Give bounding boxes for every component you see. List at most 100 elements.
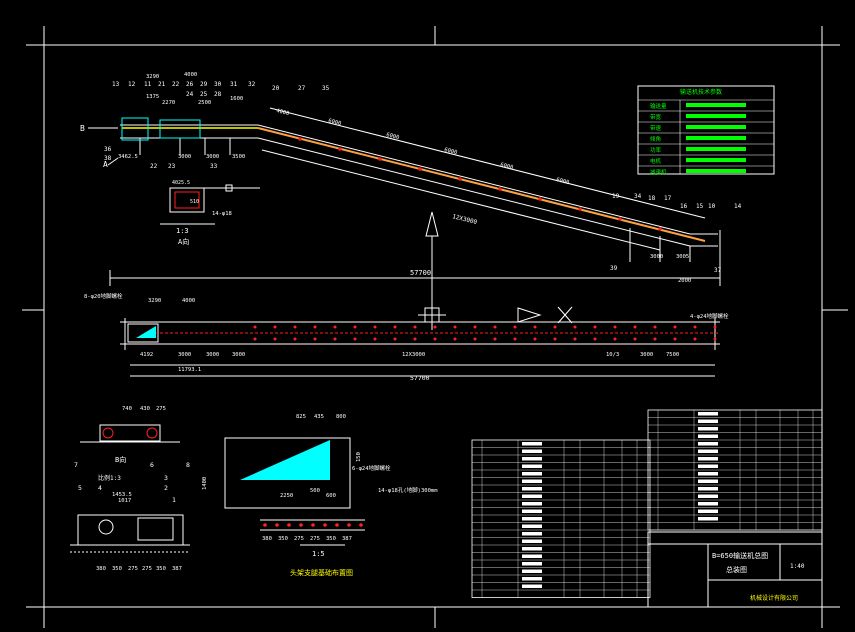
- idler-mark: [533, 325, 537, 329]
- dimension-text: 275: [310, 536, 320, 542]
- idler-mark: [633, 325, 637, 329]
- idler-mark: [313, 337, 317, 341]
- bom-cell-text: [698, 487, 718, 491]
- anchor-bolt: [311, 523, 315, 527]
- dimension-text: 800: [336, 414, 346, 420]
- callout-number: 16: [680, 203, 688, 210]
- idler-mark: [493, 325, 497, 329]
- idler-mark: [613, 337, 617, 341]
- elevation-marker-b: B: [80, 124, 85, 133]
- bom-cell-text: [698, 442, 718, 446]
- spec-value-placeholder: [686, 136, 746, 140]
- bom-cell-text: [698, 494, 718, 498]
- idler-mark: [253, 325, 257, 329]
- idler-mark: [373, 337, 377, 341]
- callout-number: 28: [214, 91, 222, 98]
- dimension-text: 3000: [232, 352, 245, 358]
- callout-number: 36: [104, 146, 112, 153]
- callout-number: 17: [664, 195, 672, 202]
- spec-row-label: 带速: [650, 125, 662, 132]
- dimension-text: 4192: [140, 352, 153, 358]
- scale-note: 1:40: [790, 563, 805, 570]
- callout-number: 14: [734, 203, 742, 210]
- bom-cell-text: [522, 509, 542, 513]
- dimension-text: 350: [156, 566, 166, 572]
- idler-marks: [298, 137, 662, 231]
- bom-cell-text: [698, 464, 718, 468]
- sheet-name: 总装图: [726, 565, 747, 574]
- bom-cell-text: [522, 479, 542, 483]
- dimension-text: 150: [356, 452, 362, 462]
- spec-value-placeholder: [686, 114, 746, 118]
- view-b-title: B向: [115, 455, 126, 464]
- dimension-text: 3500: [232, 154, 245, 160]
- idler-mark: [293, 337, 297, 341]
- dimension-text: 500: [310, 488, 320, 494]
- bom-cell-text: [522, 547, 542, 551]
- idler-mark: [393, 337, 397, 341]
- callout-number: 39: [610, 265, 618, 272]
- dimension-text: 12X3000: [402, 352, 425, 358]
- callout-number: 2: [164, 484, 168, 492]
- dimension-text: 350: [278, 536, 288, 542]
- bom-cell-text: [698, 509, 718, 513]
- title-block: B=650输送机总图 总装图 1:40 机械设计有限公司: [647, 531, 823, 608]
- idler-mark: [593, 325, 597, 329]
- dimension-text: 1375: [146, 94, 159, 100]
- dimension-text: 387: [172, 566, 182, 572]
- idler-mark: [513, 337, 517, 341]
- section-a-scale: 1:3: [176, 227, 189, 235]
- dimension-text: 430: [140, 406, 150, 412]
- dimension-text: 2250: [280, 493, 293, 499]
- anchor-bolt: [347, 523, 351, 527]
- idler-mark: [553, 325, 557, 329]
- idler-mark: [673, 337, 677, 341]
- plan-idler-marks: [253, 325, 717, 341]
- callout-number: 10: [708, 203, 716, 210]
- dimension-text: 740: [122, 406, 132, 412]
- dimension-text: 4000: [276, 108, 290, 117]
- bom-cell-text: [522, 532, 542, 536]
- callout-number: 26: [186, 81, 194, 88]
- idler-mark: [413, 325, 417, 329]
- bom-cell-text: [522, 494, 542, 498]
- bom-cell-text: [522, 502, 542, 506]
- bom-cell-text: [698, 412, 718, 416]
- bom-cell-text: [698, 457, 718, 461]
- callout-number: 3: [164, 474, 168, 482]
- bom-cell-text: [522, 584, 542, 588]
- spec-value-placeholder: [686, 125, 746, 129]
- bom-cell-text: [522, 449, 542, 453]
- dimension-text: 3290: [146, 74, 159, 80]
- bom-cell-text: [522, 472, 542, 476]
- idler-mark: [553, 337, 557, 341]
- callout-number: 29: [200, 81, 208, 88]
- dimension-text: 1453.5: [112, 492, 132, 498]
- bom-cell-text: [522, 539, 542, 543]
- idler-mark: [633, 337, 637, 341]
- callout-number: 20: [272, 85, 280, 92]
- callout-number: 6: [150, 461, 154, 469]
- callout-number: 8: [186, 461, 190, 469]
- anchor-bolt: [359, 523, 363, 527]
- spec-table-title: 输送机技术参数: [680, 88, 722, 96]
- idler-mark: [573, 325, 577, 329]
- anchor-bolt: [323, 523, 327, 527]
- view-b-scale: 比例1:3: [98, 474, 121, 482]
- dimension-text: 6000: [444, 147, 458, 156]
- foundation-title: 头架支腿基础布置图: [290, 568, 353, 577]
- dimension-text: 6000: [386, 132, 400, 141]
- dimension-text: 275: [128, 566, 138, 572]
- idler-mark: [673, 325, 677, 329]
- callout-number: 35: [322, 85, 330, 92]
- idler-mark: [293, 325, 297, 329]
- callout-number: 11: [144, 81, 152, 88]
- callout-number: 25: [200, 91, 208, 98]
- elevation-marker-a: A: [103, 160, 108, 169]
- dimension-text: 2500: [198, 100, 211, 106]
- bom-border: [471, 439, 651, 598]
